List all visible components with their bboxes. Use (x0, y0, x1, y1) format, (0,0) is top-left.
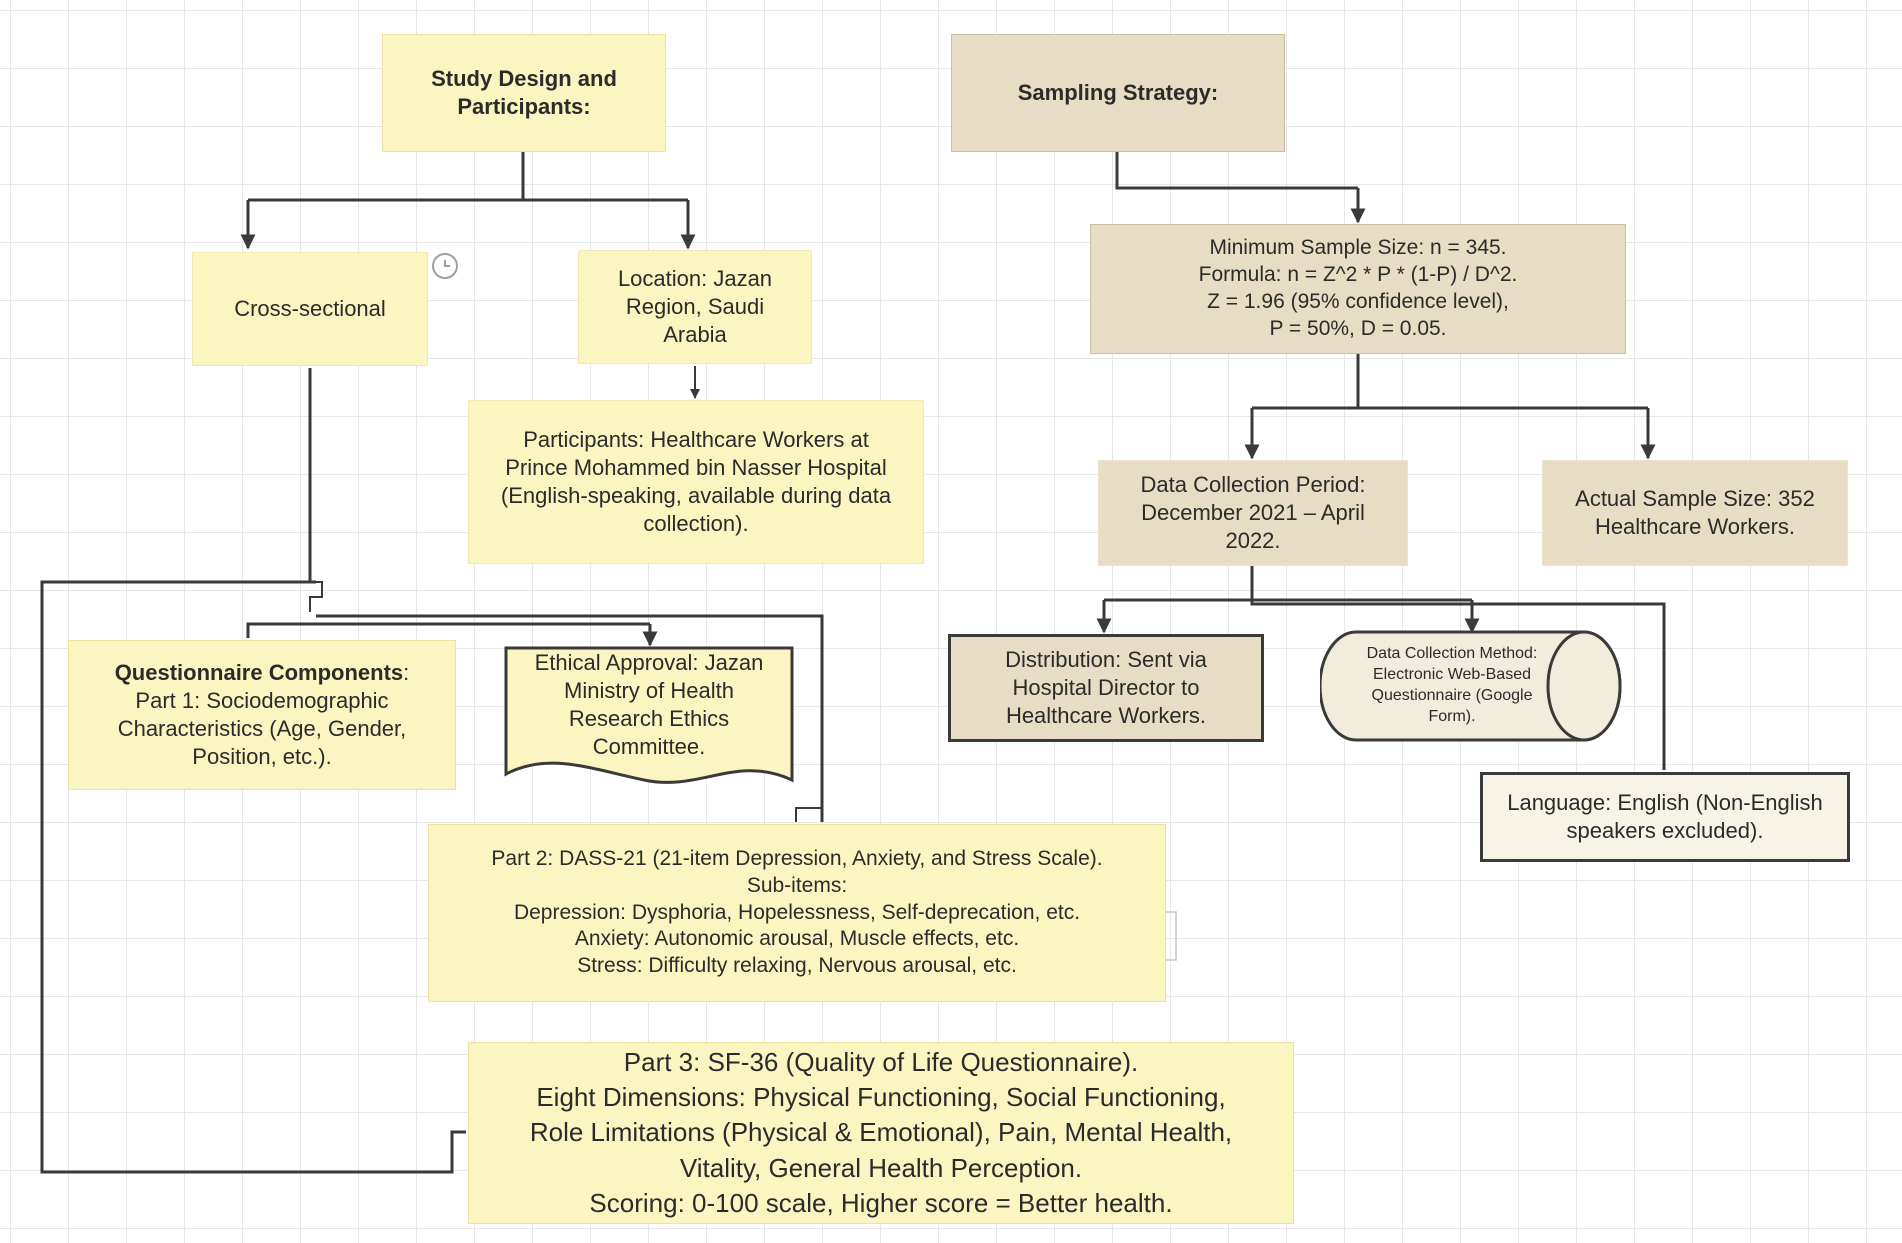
connector-sampling-down (1115, 152, 1358, 190)
part3-line-2: Eight Dimensions: Physical Functioning, … (536, 1081, 1226, 1112)
questionnaire-line-3: Position, etc.). (192, 744, 332, 770)
node-part2: Part 2: DASS-21 (21-item Depression, Anx… (428, 824, 1166, 1002)
node-distribution: Distribution: Sent via Hospital Director… (948, 634, 1264, 742)
ethical-text: Ethical Approval: Jazan Ministry of Heal… (504, 646, 794, 764)
language-line-2: speakers excluded). (1566, 818, 1764, 843)
node-participants: Participants: Healthcare Workers at Prin… (468, 400, 924, 564)
part2-line-5: Stress: Difficulty relaxing, Nervous aro… (577, 954, 1017, 978)
connector-to-part3 (40, 580, 466, 1174)
min-sample-line-4: P = 50%, D = 0.05. (1269, 316, 1447, 340)
location-line-3: Arabia (663, 322, 727, 348)
method-text: Data Collection Method: Electronic Web-B… (1334, 630, 1570, 742)
questionnaire-label: Questionnaire Components (114, 659, 404, 685)
clock-icon[interactable] (430, 251, 460, 281)
participants-line-4: collection). (643, 511, 749, 537)
method-line-4: Form). (1428, 707, 1476, 725)
study-design-line-1: Study Design and (431, 65, 617, 91)
actual-sample-line-2: Healthcare Workers. (1594, 514, 1796, 539)
distribution-line-1: Distribution: Sent via (1005, 646, 1207, 672)
node-method: Data Collection Method: Electronic Web-B… (1320, 630, 1622, 742)
distribution-line-3: Healthcare Workers. (1005, 703, 1207, 729)
connector-min-split (1252, 354, 1648, 410)
node-sampling: Sampling Strategy: (951, 34, 1285, 152)
bracket-part2 (1166, 911, 1177, 961)
connector-jog (309, 581, 323, 612)
questionnaire-heading: Questionnaire Components: (115, 659, 410, 687)
ethical-line-2: Ministry of Health (564, 677, 734, 703)
connector-study-split (248, 152, 688, 202)
node-actual-sample: Actual Sample Size: 352 Healthcare Worke… (1542, 460, 1848, 566)
language-line-1: Language: English (Non-English (1507, 789, 1823, 815)
min-sample-line-1: Minimum Sample Size: n = 345. (1209, 236, 1507, 260)
node-part3: Part 3: SF-36 (Quality of Life Questionn… (468, 1042, 1294, 1224)
questionnaire-line-2: Characteristics (Age, Gender, (117, 716, 407, 741)
questionnaire-line-1: Part 1: Sociodemographic (135, 687, 389, 713)
cylinder-shape (1320, 630, 1622, 742)
connector-to-part2 (316, 614, 824, 822)
method-line-2: Electronic Web-Based (1373, 666, 1531, 684)
connector-part2-notch (795, 807, 822, 822)
method-line-3: Questionnaire (Google (1371, 687, 1533, 704)
sampling-label: Sampling Strategy: (1017, 79, 1219, 105)
node-study-design: Study Design and Participants: (382, 34, 666, 152)
part3-line-4: Vitality, General Health Perception. (679, 1152, 1083, 1183)
data-period-line-2: December 2021 – April (1141, 499, 1365, 525)
location-line-1: Location: Jazan (617, 265, 773, 291)
min-sample-line-2: Formula: n = Z^2 * P * (1-P) / D^2. (1198, 263, 1518, 287)
part3-line-5: Scoring: 0-100 scale, Higher score = Bet… (589, 1188, 1173, 1219)
location-line-2: Region, Saudi (625, 293, 765, 319)
ethical-line-4: Committee. (592, 734, 706, 760)
part2-line-3: Depression: Dysphoria, Hopelessness, Sel… (513, 900, 1081, 924)
data-period-line-1: Data Collection Period: (1140, 471, 1366, 497)
ethical-line-3: Research Ethics (568, 706, 730, 731)
node-data-period: Data Collection Period: December 2021 – … (1098, 460, 1408, 566)
actual-sample-line-1: Actual Sample Size: 352 (1575, 485, 1815, 511)
ethical-line-1: Ethical Approval: Jazan (534, 649, 764, 675)
distribution-line-2: Hospital Director to (1012, 674, 1200, 700)
part2-line-1: Part 2: DASS-21 (21-item Depression, Anx… (491, 846, 1103, 870)
min-sample-line-3: Z = 1.96 (95% confidence level), (1207, 290, 1509, 313)
node-language: Language: English (Non-English speakers … (1480, 772, 1850, 862)
document-shape (504, 646, 794, 784)
participants-line-1: Participants: Healthcare Workers at (523, 426, 869, 452)
connector-branch-left (246, 622, 650, 638)
part2-line-2: Sub-items: (746, 873, 848, 897)
part3-line-1: Part 3: SF-36 (Quality of Life Questionn… (623, 1046, 1139, 1077)
connector-to-language (1250, 600, 1666, 770)
part3-line-3: Role Limitations (Physical & Emotional),… (529, 1117, 1233, 1148)
node-min-sample: Minimum Sample Size: n = 345. Formula: n… (1090, 224, 1626, 354)
method-line-1: Data Collection Method: (1366, 645, 1538, 663)
node-cross-sectional: Cross-sectional (192, 252, 428, 366)
cross-sectional-label: Cross-sectional (234, 295, 386, 321)
participants-line-3: (English-speaking, available during data (500, 483, 892, 508)
node-ethical: Ethical Approval: Jazan Ministry of Heal… (504, 646, 794, 794)
questionnaire-colon: : (403, 659, 410, 685)
study-design-line-2: Participants: (457, 94, 591, 119)
node-questionnaire: Questionnaire Components: Part 1: Sociod… (68, 640, 456, 790)
node-location: Location: Jazan Region, Saudi Arabia (578, 250, 812, 364)
part2-line-4: Anxiety: Autonomic arousal, Muscle effec… (574, 927, 1020, 951)
data-period-line-3: 2022. (1225, 528, 1281, 554)
participants-line-2: Prince Mohammed bin Nasser Hospital (505, 454, 887, 480)
